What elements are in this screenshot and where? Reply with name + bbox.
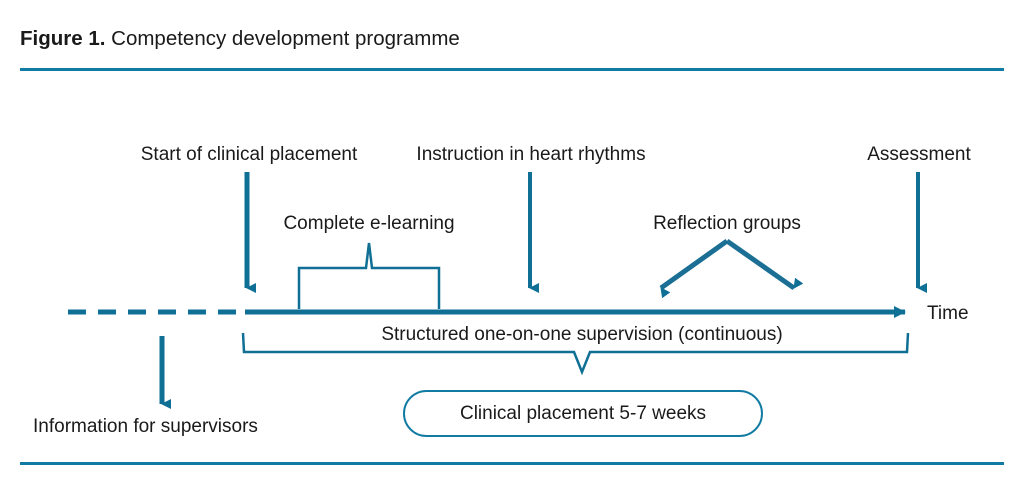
label-start-of-clinical-placement: Start of clinical placement bbox=[140, 144, 358, 165]
structured-supervision-bracket bbox=[241, 332, 910, 376]
complete-e-learning-brace bbox=[297, 242, 441, 309]
label-time-axis: Time bbox=[927, 303, 969, 324]
label-structured-supervision: Structured one-on-one supervision (conti… bbox=[381, 324, 783, 345]
label-complete-e-learning: Complete e-learning bbox=[283, 213, 455, 234]
label-information-for-supervisors: Information for supervisors bbox=[33, 416, 258, 437]
reflection-groups-arrow-right bbox=[725, 238, 804, 291]
label-assessment: Assessment bbox=[867, 144, 971, 165]
figure-number: Figure 1. bbox=[20, 27, 106, 50]
title-divider-top bbox=[20, 68, 1004, 71]
figure-title: Figure 1. Competency development program… bbox=[20, 26, 1004, 52]
figure-divider-bottom bbox=[20, 462, 1004, 465]
figure-caption: Competency development programme bbox=[111, 27, 460, 50]
label-reflection-groups: Reflection groups bbox=[653, 213, 801, 234]
reflection-groups-arrow-left bbox=[659, 238, 729, 299]
label-clinical-placement-pill: Clinical placement 5-7 weeks bbox=[403, 390, 763, 437]
label-instruction-in-heart-rhythms: Instruction in heart rhythms bbox=[416, 144, 646, 165]
